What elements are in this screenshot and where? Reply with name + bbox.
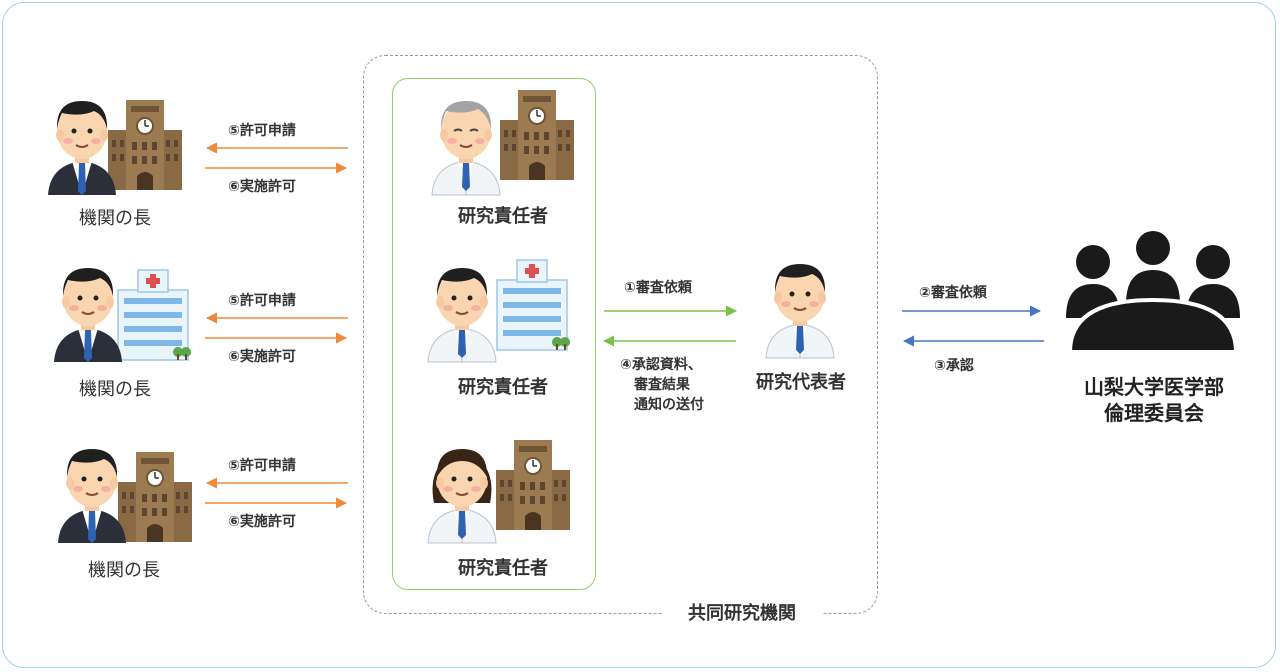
head-1-label: 機関の長: [79, 208, 151, 229]
send-back-line-1: ④承認資料、: [620, 357, 702, 373]
representative-figure: [765, 264, 835, 359]
permit-request-label-2: ⑤許可申請: [228, 293, 296, 309]
orange-arrows: [205, 142, 348, 509]
send-back-line-2: 審査結果: [634, 377, 690, 393]
investigator-1-figure: [431, 89, 575, 196]
approval-label: ③承認: [934, 358, 974, 374]
send-back-line-3: 通知の送付: [634, 397, 704, 413]
head-3-figure: [57, 448, 193, 544]
permit-grant-label-3: ⑥実施許可: [228, 514, 296, 530]
ethics-committee-line-1: 山梨大学医学部: [1084, 375, 1224, 399]
green-arrows: [602, 305, 738, 347]
joint-research-institutions-box: [363, 55, 878, 614]
investigator-3-label: 研究責任者: [458, 558, 548, 579]
head-2-figure: [53, 267, 192, 363]
investigator-2-label: 研究責任者: [458, 377, 548, 398]
head-2-label: 機関の長: [79, 379, 151, 400]
review-request-2-label: ②審査依頼: [919, 285, 987, 301]
head-3-label: 機関の長: [88, 560, 160, 581]
committee-icon: [1066, 231, 1240, 354]
group-label: 共同研究機関: [662, 600, 822, 628]
permit-grant-label-1: ⑥実施許可: [228, 179, 296, 195]
review-request-1-label: ①審査依頼: [624, 280, 692, 296]
investigator-2-figure: [427, 259, 571, 363]
blue-arrows: [902, 305, 1044, 347]
permit-grant-label-2: ⑥実施許可: [228, 349, 296, 365]
ethics-committee-line-2: 倫理委員会: [1104, 401, 1204, 425]
permit-request-label-1: ⑤許可申請: [228, 123, 296, 139]
head-1-figure: [47, 99, 183, 196]
permit-request-label-3: ⑤許可申請: [228, 458, 296, 474]
investigator-1-label: 研究責任者: [458, 206, 548, 227]
investigator-3-figure: [427, 439, 571, 544]
representative-label: 研究代表者: [756, 372, 846, 393]
investigators-box: [392, 78, 596, 590]
